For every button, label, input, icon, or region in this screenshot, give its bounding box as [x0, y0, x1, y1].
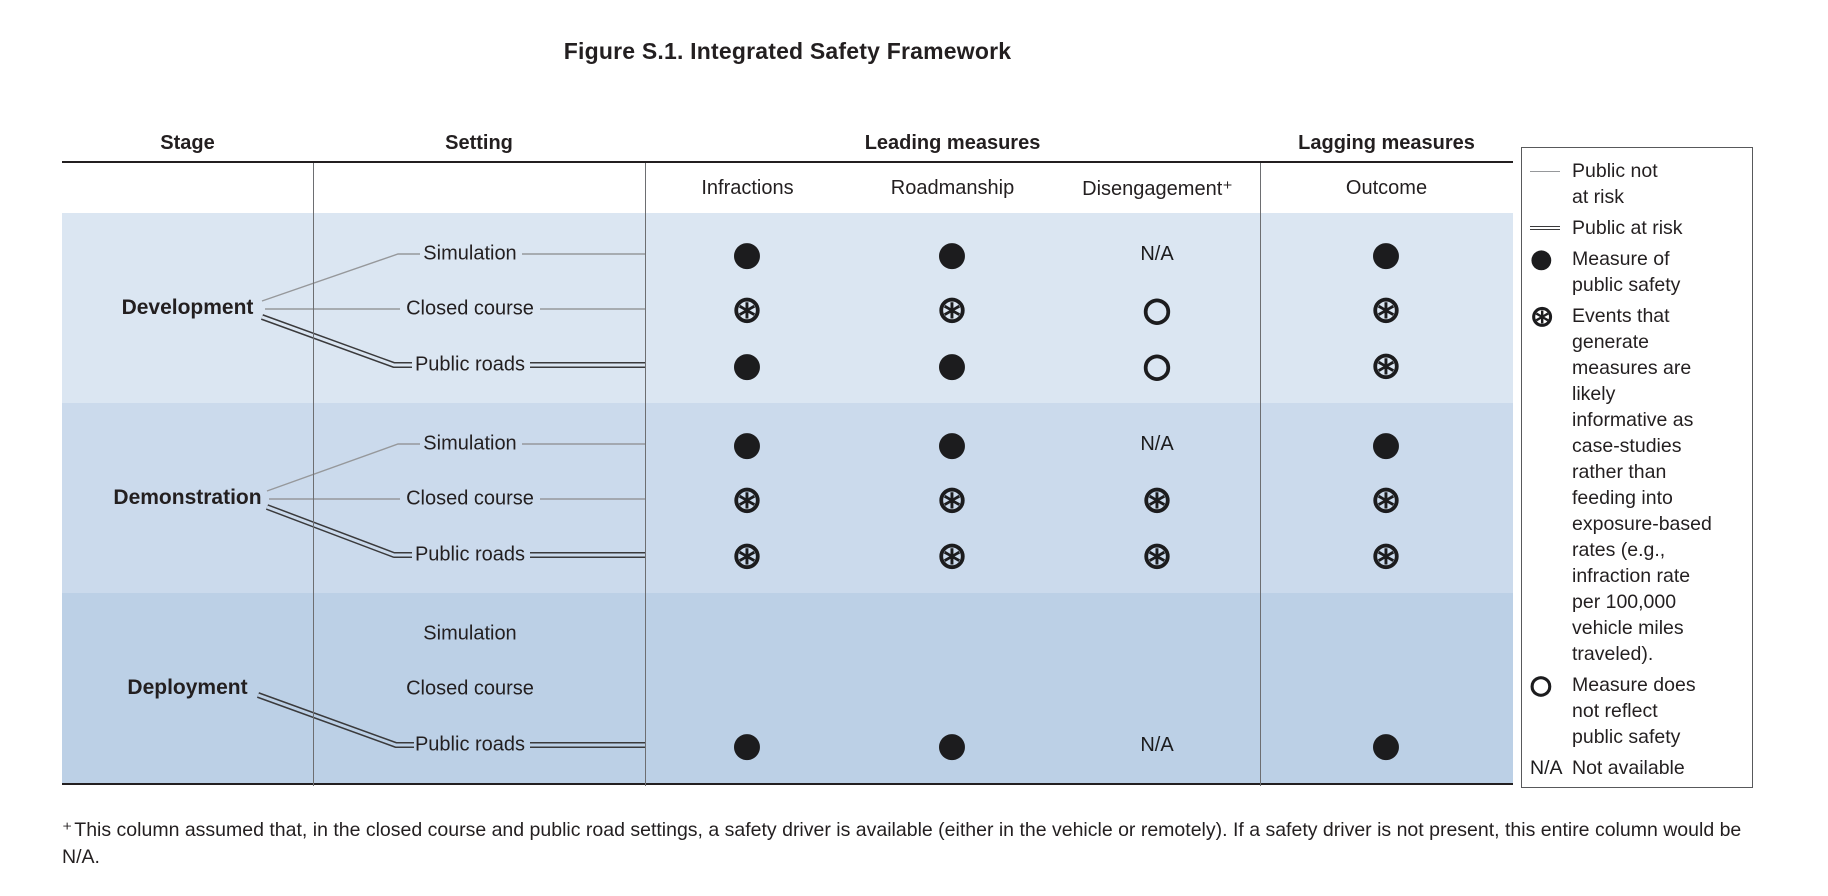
column-header-roadmanship: Roadmanship	[890, 176, 1015, 199]
na-symbol: N/A	[1530, 757, 1563, 779]
measure-symbol: ●	[1371, 234, 1401, 274]
stage-label: Demonstration	[113, 486, 262, 509]
open-circle-icon: ○	[1529, 670, 1553, 699]
measure-symbol: ⊛	[936, 287, 968, 331]
figure-title: Figure S.1. Integrated Safety Framework	[563, 38, 1012, 64]
table-header-row-groups: Stage Setting Leading measures Lagging m…	[62, 125, 1513, 161]
legend-label: Public not at risk	[1572, 160, 1658, 208]
setting-label: Simulation	[423, 242, 517, 265]
header-rule	[62, 161, 1513, 163]
column-header-leading-measures: Leading measures	[864, 131, 1041, 154]
measure-symbol: ●	[1371, 725, 1401, 765]
column-divider	[645, 163, 647, 786]
legend-item: ● Measure of public safety	[1530, 246, 1746, 298]
column-header-infractions: Infractions	[701, 176, 794, 199]
setting-label: Closed course	[406, 297, 534, 320]
measure-symbol: ⊛	[1141, 533, 1173, 577]
legend-label: Events that generate measures are likely…	[1572, 305, 1712, 665]
footnote-text: This column assumed that, in the closed …	[62, 818, 1742, 868]
legend-item: N/A Not available	[1530, 755, 1746, 781]
measure-symbol: ⊛	[936, 477, 968, 521]
connector-lines	[265, 443, 645, 558]
setting-label: Simulation	[423, 432, 517, 455]
stage-label: Deployment	[127, 676, 248, 699]
legend-label: Public at risk	[1572, 217, 1683, 239]
footnote: ⁺This column assumed that, in the closed…	[62, 817, 1754, 871]
connector-lines	[260, 253, 645, 368]
measure-symbol: N/A	[1140, 734, 1174, 756]
measure-symbol: ●	[937, 424, 967, 464]
measure-symbol: ⊛	[1370, 477, 1402, 521]
double-line-icon	[1530, 215, 1572, 241]
measure-symbol: ●	[732, 424, 762, 464]
column-header-stage: Stage	[160, 131, 215, 154]
measure-symbol: ⊛	[731, 533, 763, 577]
column-divider	[313, 163, 315, 786]
measure-symbol: ●	[937, 725, 967, 765]
setting-label: Simulation	[423, 622, 517, 645]
setting-label: Closed course	[406, 487, 534, 510]
stage-band-demonstration: Demonstration Simulation Closed course P…	[62, 403, 1513, 593]
legend-box: Public not at risk Public at risk ● Meas…	[1521, 147, 1753, 788]
measure-symbol: ⊛	[1370, 533, 1402, 577]
legend-item: ⊛ Events that generate measures are like…	[1530, 299, 1746, 667]
legend-item: ○ Measure does not reflect public safety	[1529, 670, 1746, 750]
measure-symbol: ⊛	[731, 287, 763, 331]
measure-symbol: ●	[732, 234, 762, 274]
measure-symbol: ⊛	[1370, 343, 1402, 387]
setting-label: Public roads	[414, 543, 526, 566]
legend-label: Measure does not reflect public safety	[1572, 674, 1696, 748]
column-header-disengagement: Disengagement⁺	[1082, 177, 1233, 200]
stage-band-deployment: Deployment Simulation Closed course Publ…	[62, 593, 1513, 783]
table-header-row-measures: Infractions Roadmanship Disengagement⁺ O…	[62, 163, 1513, 213]
measure-symbol: ⊛	[936, 533, 968, 577]
column-header-outcome: Outcome	[1345, 176, 1428, 199]
single-line-icon	[1530, 158, 1572, 184]
measure-symbol: ○	[1142, 346, 1172, 384]
measure-symbol: ⊛	[731, 477, 763, 521]
footnote-marker: ⁺	[62, 818, 73, 841]
column-header-setting: Setting	[445, 131, 513, 154]
setting-label: Closed course	[406, 677, 534, 700]
setting-label: Public roads	[414, 353, 526, 376]
column-header-lagging-measures: Lagging measures	[1298, 131, 1475, 154]
connector-lines	[256, 692, 645, 748]
legend-item: Public at risk	[1530, 215, 1746, 241]
table-bottom-rule	[62, 783, 1513, 785]
circled-asterisk-icon: ⊛	[1530, 299, 1555, 333]
measure-symbol: ●	[937, 234, 967, 274]
measure-symbol: ●	[937, 345, 967, 385]
legend-label: Measure of public safety	[1572, 248, 1681, 296]
filled-circle-icon: ●	[1530, 244, 1553, 274]
measure-symbol: N/A	[1140, 243, 1174, 265]
stage-band-development: Development Simulation Closed course Pub…	[62, 213, 1513, 403]
stage-label: Development	[121, 296, 254, 319]
setting-label: Public roads	[414, 733, 526, 756]
measure-symbol: ●	[732, 345, 762, 385]
legend-label: Not available	[1572, 757, 1685, 779]
legend-item: Public not at risk	[1530, 158, 1746, 210]
measure-symbol: ○	[1142, 290, 1172, 328]
measure-symbol: ⊛	[1370, 287, 1402, 331]
measure-symbol: ●	[732, 725, 762, 765]
column-divider	[1260, 163, 1262, 786]
safety-framework-table: Stage Setting Leading measures Lagging m…	[62, 125, 1513, 786]
measure-symbol: ⊛	[1141, 477, 1173, 521]
measure-symbol: ●	[1371, 424, 1401, 464]
measure-symbol: N/A	[1140, 433, 1174, 455]
